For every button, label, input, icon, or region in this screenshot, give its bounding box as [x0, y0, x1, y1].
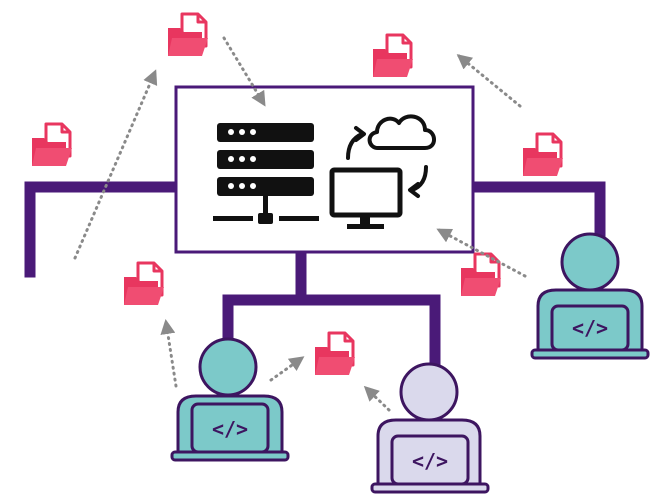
folder-file-icon [459, 252, 503, 298]
arrow-from-left-line [73, 69, 158, 260]
monitor-icon [329, 167, 403, 229]
arrow-to-central-top [222, 36, 266, 107]
folder-file-icon [521, 132, 565, 178]
transfer-arrows [73, 36, 527, 412]
arrow-right-dev-to-box [436, 228, 527, 278]
network-line-right [467, 181, 606, 246]
folder-file-icon [30, 122, 74, 168]
arrow-center-dev-up [363, 385, 391, 412]
cloud-icon [367, 114, 436, 150]
folder-file-icon [313, 331, 357, 377]
server-stack-icon [213, 123, 319, 224]
arrow-left-dev-up [160, 319, 178, 388]
arrow-to-right-folder [456, 54, 522, 108]
developer-right: </> [530, 232, 650, 360]
developer-left: </> [170, 337, 290, 462]
network-line-center [222, 246, 441, 371]
laptop-code-label: </> [412, 449, 448, 473]
folder-file-icon [371, 33, 415, 79]
folder-file-icon [166, 12, 210, 58]
developer-center: </> [370, 362, 490, 494]
arrow-left-dev-to-folder [269, 356, 305, 382]
developer-icon [560, 232, 620, 292]
developer-icon [399, 362, 459, 422]
network-line-left [24, 181, 182, 278]
central-repository-box [174, 85, 475, 254]
sync-arrows-icon [346, 126, 428, 198]
developer-icon [198, 337, 258, 397]
laptop-code-label: </> [212, 417, 248, 441]
central-box-frame [174, 85, 475, 254]
network-lines [24, 181, 606, 371]
folder-file-icon [122, 261, 166, 307]
laptop-code-label: </> [572, 316, 608, 340]
